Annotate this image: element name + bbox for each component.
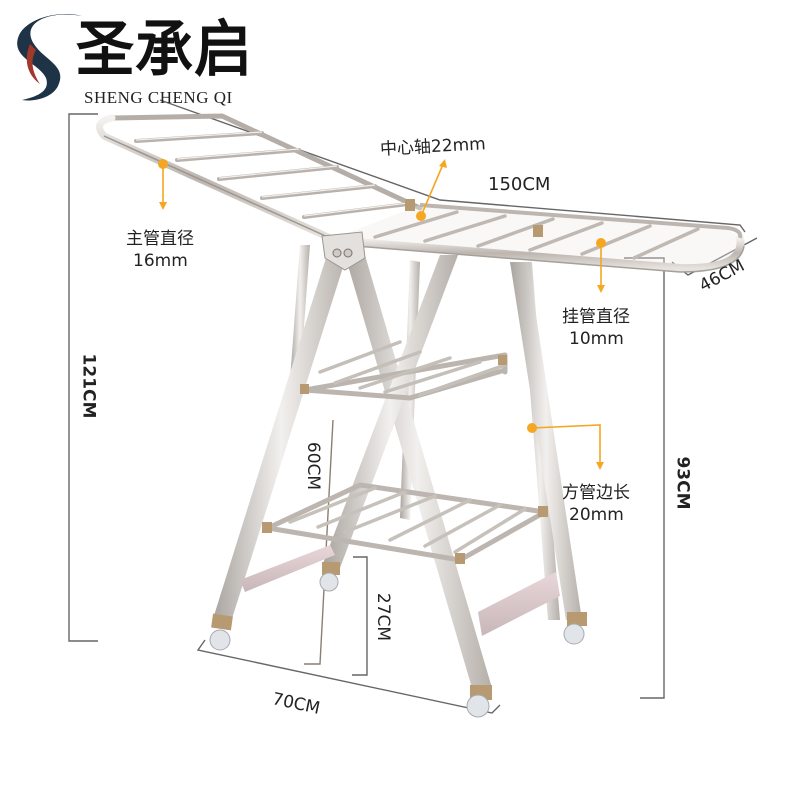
right-wing (326, 199, 745, 273)
square-tube-value: 20mm (569, 505, 624, 525)
hanging-tube-label: 挂管直径 10mm (562, 306, 630, 350)
dim-line-base-width (196, 639, 501, 714)
main-tube-label: 主管直径 16mm (126, 228, 194, 272)
bottom-shelf (240, 482, 560, 636)
hanging-tube-value: 10mm (569, 329, 624, 349)
logo-swoosh-icon (17, 14, 83, 101)
center-axis-text: 中心轴22mm (379, 134, 487, 160)
hanging-tube-title: 挂管直径 (562, 307, 630, 327)
dim-shelf-spacing: 60CM (303, 441, 324, 491)
dim-total-height: 121CM (78, 353, 99, 419)
dim-bottom-clearance: 27CM (373, 592, 394, 642)
dim-line-total-height (68, 113, 98, 642)
dim-line-frame-height (624, 257, 665, 699)
main-tube-title: 主管直径 (126, 229, 194, 249)
middle-shelf (300, 340, 508, 401)
dim-line-bottom-clearance (352, 556, 368, 676)
brand-name-cn: 圣承启 (76, 13, 254, 85)
dim-frame-height: 93CM (672, 456, 693, 510)
frame-legs (212, 231, 582, 688)
brand-name-en: SHENG CHENG QI (84, 88, 233, 107)
square-tube-title: 方管边长 (562, 483, 630, 503)
square-tube-label: 方管边长 20mm (562, 482, 630, 526)
brand-logo: 圣承启 SHENG CHENG QI (10, 8, 280, 108)
annotation-markers (158, 159, 606, 470)
dim-total-width: 150CM (488, 174, 551, 195)
main-tube-value: 16mm (133, 251, 188, 271)
casters (209, 562, 587, 718)
left-wing (96, 113, 423, 242)
